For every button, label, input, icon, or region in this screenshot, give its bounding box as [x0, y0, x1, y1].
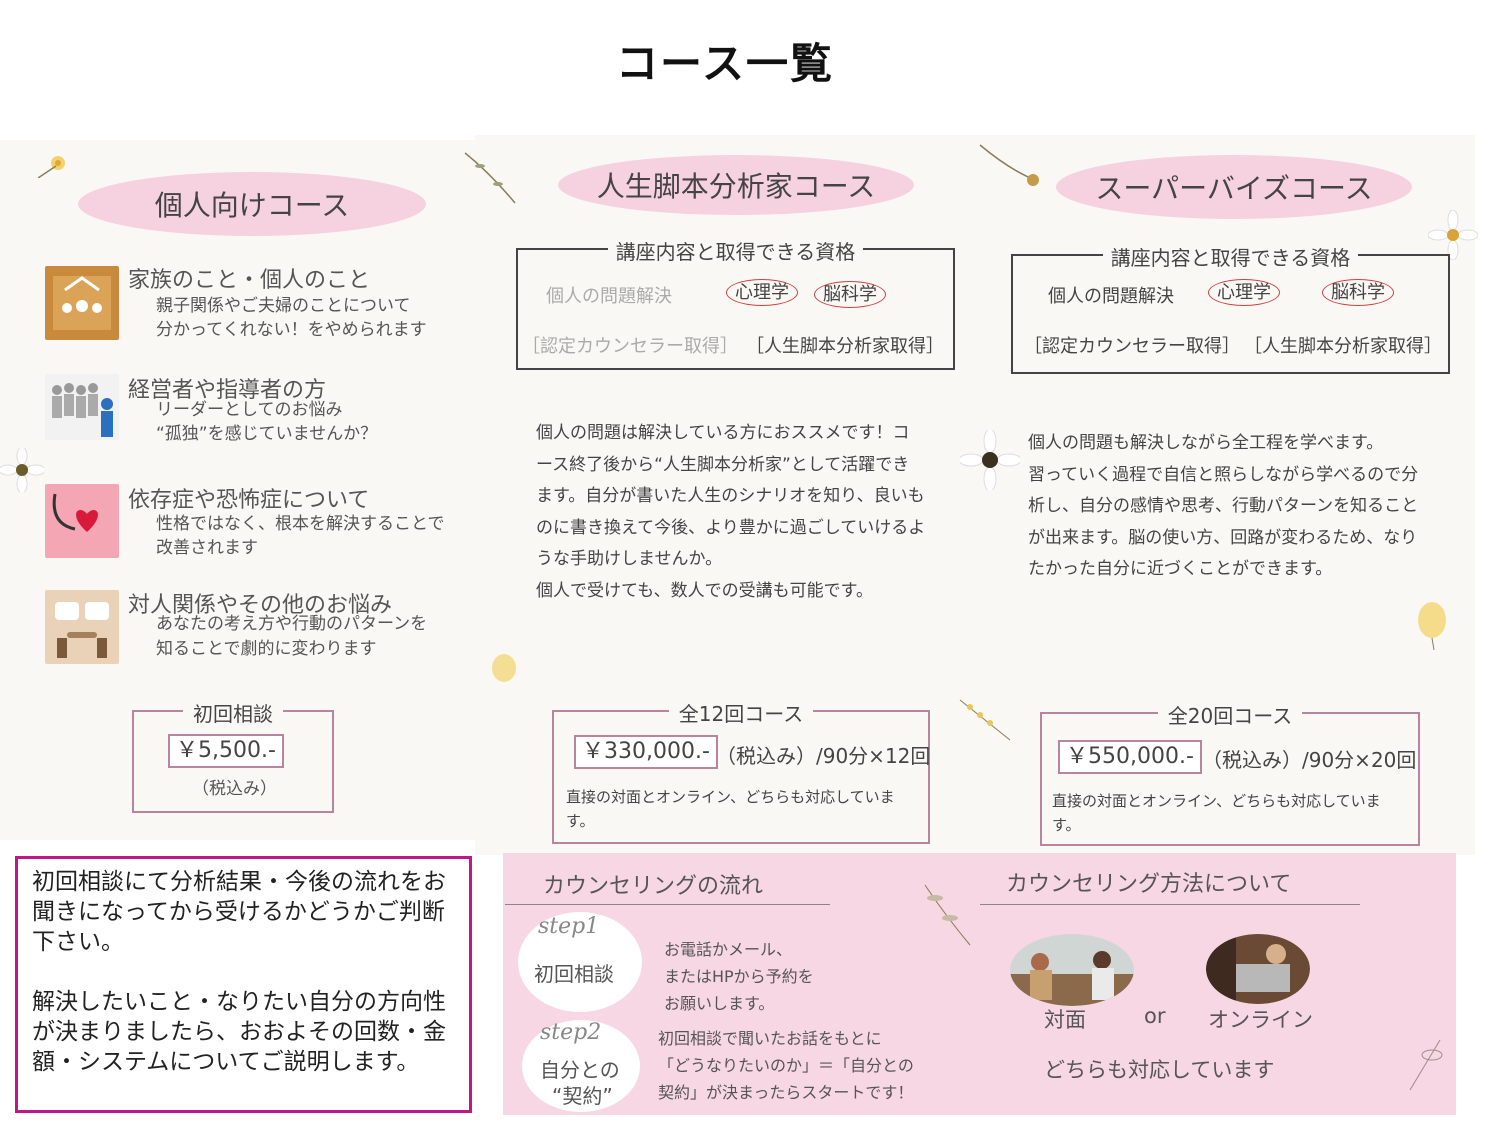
- tag-neuroscience: 脳科学: [1322, 279, 1394, 306]
- method-online: オンライン: [1208, 1008, 1313, 1032]
- conversation-image: [45, 590, 119, 664]
- item-title: 経営者や指導者の方: [128, 378, 327, 403]
- item-desc: リーダーとしてのお悩み: [156, 400, 343, 420]
- item-desc: 改善されます: [156, 538, 258, 558]
- item-title: 対人関係やその他のお悩み: [128, 593, 393, 618]
- price-legend: 全20回コース: [1157, 704, 1303, 728]
- daisy-icon: [0, 448, 44, 492]
- first-consult-price: ￥5,500.-: [168, 734, 284, 768]
- item-desc: 親子関係やご夫婦のことについて: [156, 296, 411, 316]
- step2-label: step2: [540, 1020, 602, 1045]
- method-or: or: [1144, 1004, 1166, 1028]
- step2-name: 自分との: [540, 1058, 620, 1082]
- leaf-sprig-icon: [924, 884, 971, 946]
- cert-counselor: ［認定カウンセラー取得］: [522, 336, 738, 357]
- tag-psychology: 心理学: [726, 279, 798, 306]
- flower-icon: [492, 654, 516, 682]
- step1-name: 初回相談: [534, 962, 614, 986]
- method-in-person: 対面: [1044, 1008, 1086, 1032]
- flower-icon: [38, 156, 65, 178]
- tag-psychology: 心理学: [1208, 279, 1280, 306]
- flow-heading: カウンセリングの流れ: [505, 868, 830, 905]
- daisy-icon: [960, 430, 1020, 490]
- script-course-price-box: 全12回コース: [552, 702, 930, 844]
- cert-counselor: ［認定カウンセラー取得］: [1024, 336, 1240, 357]
- step2-desc: 初回相談で聞いたお話をもとに 「どうなりたいのか」＝「自分との 契約」が決まった…: [658, 1029, 914, 1102]
- script-course-pill: 人生脚本分析家コース: [558, 155, 914, 215]
- script-course-note: 直接の対面とオンライン、どちらも対応していま: [566, 788, 895, 806]
- first-consult-box: 初回相談: [132, 702, 334, 813]
- item-desc: “孤独”を感じていませんか？: [156, 424, 378, 444]
- qualification-legend: 講座内容と取得できる資格: [1102, 246, 1359, 270]
- item-title: 家族のこと・個人のこと: [128, 268, 371, 293]
- cert-script-analyst: ［人生脚本分析家取得］: [746, 336, 944, 357]
- first-consult-tax: （税込み）: [192, 779, 277, 799]
- family-image: [45, 266, 119, 340]
- twig-icon: [464, 152, 516, 204]
- supervise-course-pill: スーパーバイズコース: [1056, 155, 1412, 219]
- supervise-course-title: スーパーバイズコース: [1095, 172, 1373, 205]
- supervise-course-price-box: 全20回コース: [1040, 704, 1420, 846]
- item-desc: 性格ではなく、根本を解決することで: [156, 514, 445, 534]
- cert-script-analyst: ［人生脚本分析家取得］: [1244, 336, 1442, 357]
- page-title: コース一覧: [616, 39, 834, 88]
- individual-course-title: 個人向けコース: [154, 189, 350, 222]
- individual-course-pill: 個人向けコース: [78, 172, 426, 236]
- leader-image: [45, 374, 119, 440]
- in-person-photo: [1010, 934, 1134, 1006]
- tag-neuroscience: 脳科学: [814, 281, 886, 308]
- supervise-course-note: 直接の対面とオンライン、どちらも対応していま: [1052, 792, 1381, 810]
- item-desc: 分かってくれない！をやめられます: [156, 320, 427, 340]
- flower-icon: [1418, 602, 1446, 650]
- daisy-icon: [1428, 210, 1478, 260]
- twig-icon: [979, 144, 1039, 186]
- step2-bubble: [522, 1020, 640, 1112]
- item-title: 依存症や恐怖症について: [128, 488, 370, 513]
- script-course-note: す。: [566, 812, 595, 830]
- item-desc: 知ることで劇的に変わります: [156, 639, 377, 659]
- supervise-course-price-detail: （税込み）/90分×20回: [1202, 748, 1417, 772]
- supervise-course-price: ￥550,000.-: [1058, 740, 1202, 774]
- supervise-course-note: す。: [1052, 816, 1081, 834]
- step2-name: “契約”: [552, 1084, 613, 1108]
- notice-paragraph: 初回相談にて分析結果・今後の流れをお聞きになってから受けるかどうかご判断下さい。: [32, 869, 446, 955]
- script-course-title: 人生脚本分析家コース: [596, 170, 876, 203]
- step1-bubble: [518, 912, 642, 1012]
- script-course-description: 個人の問題は解決している方におススメです！コ ース終了後から“人生脚本分析家”と…: [536, 423, 926, 601]
- script-course-price: ￥330,000.-: [574, 735, 718, 769]
- flower-sketch-icon: [1409, 1039, 1443, 1091]
- first-consult-legend: 初回相談: [183, 702, 283, 726]
- item-desc: あなたの考え方や行動のパターンを: [156, 614, 428, 634]
- online-photo: [1206, 934, 1310, 1004]
- qualification-legend: 講座内容と取得できる資格: [607, 240, 864, 264]
- script-course-price-detail: （税込み）/90分×12回: [716, 744, 931, 768]
- price-legend: 全12回コース: [668, 702, 814, 726]
- method-note: どちらも対応しています: [1044, 1058, 1275, 1082]
- supervise-course-description: 個人の問題も解決しながら全工程を学べます。 習っていく過程で自信と照らしながら学…: [1028, 433, 1419, 579]
- mimosa-icon: [959, 699, 1011, 741]
- tag-problem-solving: 個人の問題解決: [546, 286, 672, 307]
- script-course-qualification-box: 講座内容と取得できる資格: [516, 240, 955, 370]
- tag-problem-solving: 個人の問題解決: [1048, 286, 1174, 307]
- notice-paragraph: 解決したいこと・なりたい自分の方向性が決まりましたら、おおよその回数・金額・シス…: [32, 989, 446, 1075]
- step1-label: step1: [538, 914, 600, 939]
- method-heading: カウンセリング方法について: [980, 866, 1360, 905]
- step1-desc: お電話かメール、 またはHPから予約を お願いします。: [664, 940, 814, 1013]
- heart-stethoscope-image: [45, 484, 119, 558]
- notice-box: 初回相談にて分析結果・今後の流れをお聞きになってから受けるかどうかご判断下さい。…: [15, 856, 472, 1113]
- supervise-course-qualification-box: 講座内容と取得できる資格: [1011, 246, 1450, 374]
